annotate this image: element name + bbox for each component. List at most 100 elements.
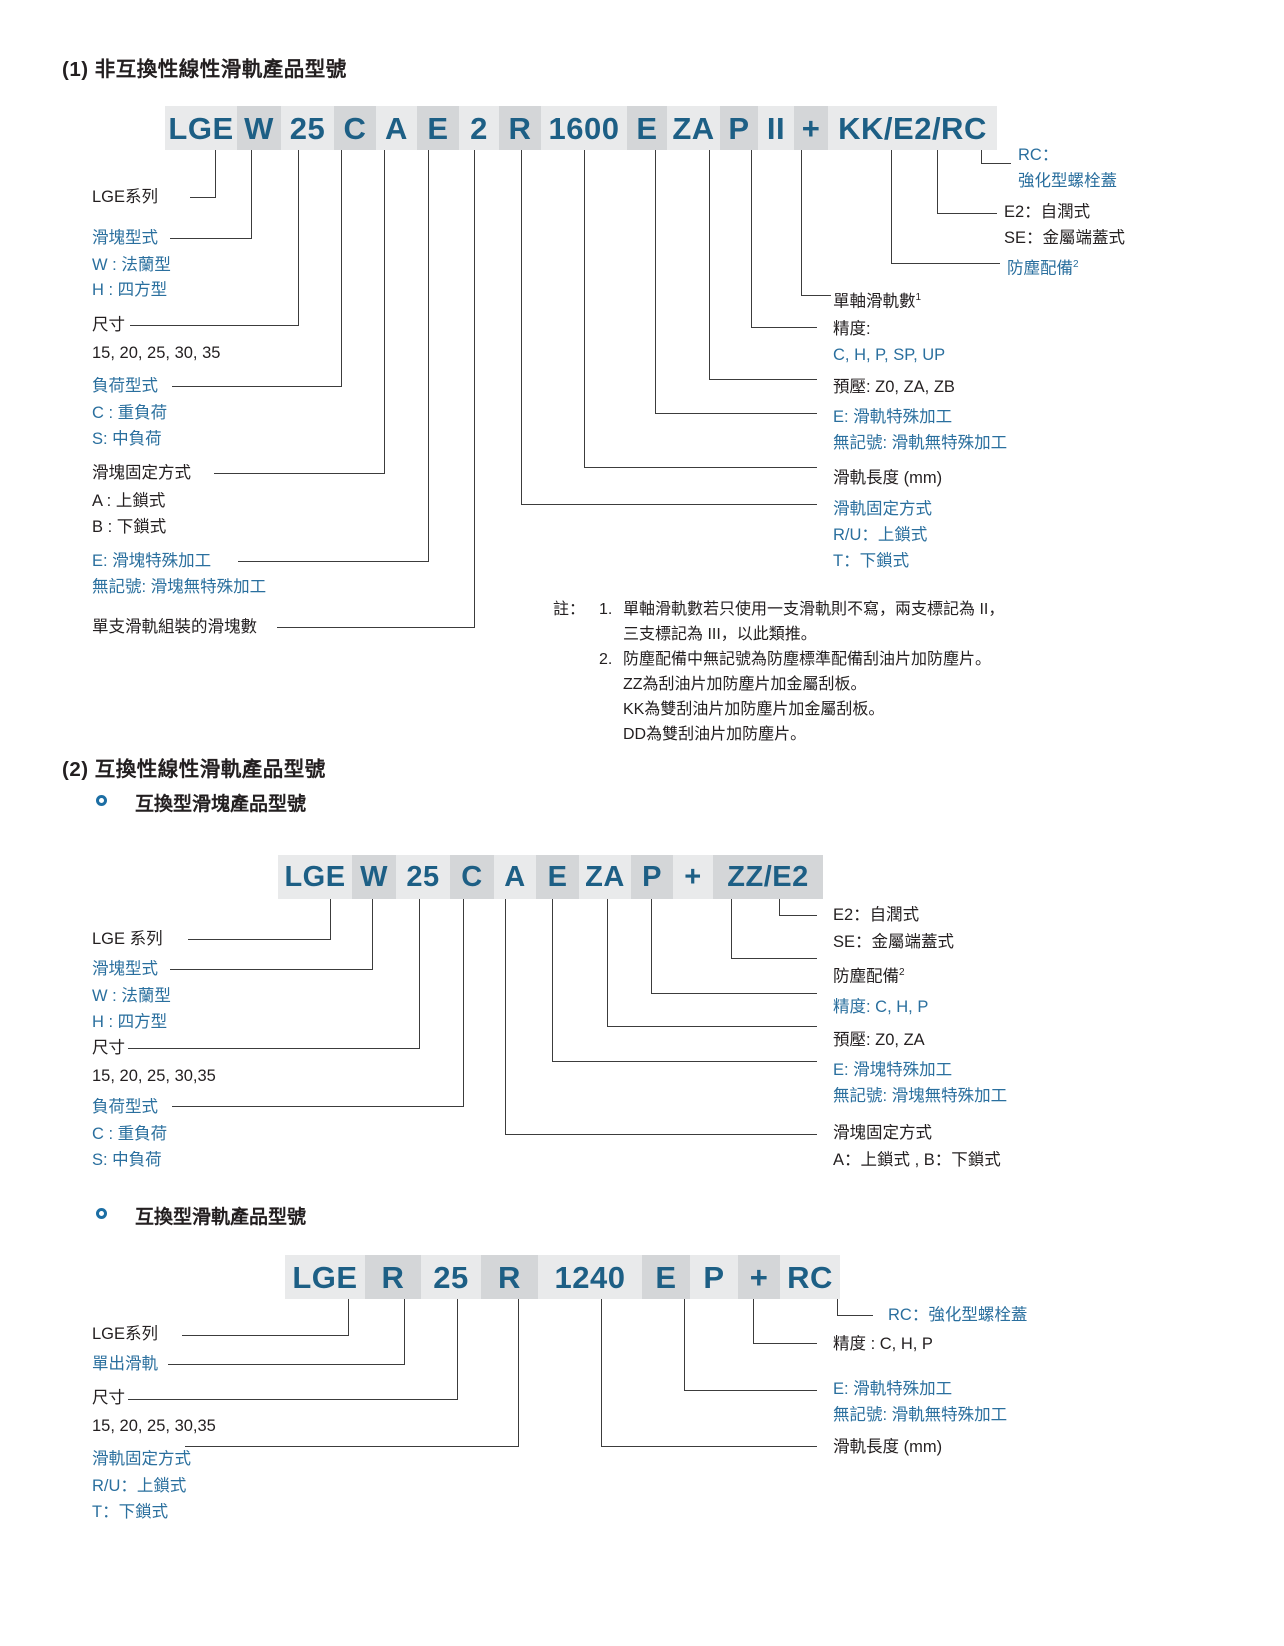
leader-h-3-6 bbox=[684, 1390, 817, 1392]
footnote-text: ZZ為刮油片加防塵片加金屬刮板。 bbox=[623, 676, 867, 693]
d3-left-label-0: LGE系列 bbox=[92, 1325, 159, 1343]
leader-v-1-2 bbox=[251, 150, 253, 239]
leader-v-1-15 bbox=[937, 150, 939, 214]
footnote-number bbox=[599, 722, 623, 747]
code-cell-R: R bbox=[499, 106, 541, 150]
d3-left-label-5: R/U：上鎖式 bbox=[92, 1477, 187, 1495]
section-2-sub-title-2: 互換型滑軌產品型號 bbox=[135, 1207, 307, 1228]
leader-h-2-8 bbox=[651, 993, 817, 995]
d1-right-label-13: R/U：上鎖式 bbox=[833, 526, 928, 544]
code-cell-R: R bbox=[365, 1255, 421, 1299]
leader-v-2-6 bbox=[552, 899, 554, 1062]
footnote-text: 三支標記為 III，以此類推。 bbox=[623, 626, 817, 643]
d2-right-label-3: 精度: C, H, P bbox=[833, 998, 929, 1016]
code-cell-LGE: LGE bbox=[278, 855, 352, 899]
leader-h-2-6 bbox=[552, 1061, 817, 1063]
d3-left-label-1: 單出滑軌 bbox=[92, 1355, 158, 1373]
code-cell--: + bbox=[738, 1255, 780, 1299]
leader-h-3-5 bbox=[601, 1446, 817, 1448]
footnote-text: 單軸滑軌數若只使用一支滑軌則不寫，兩支標記為 II， bbox=[623, 601, 1005, 618]
code-cell-P: P bbox=[631, 855, 673, 899]
leader-h-3-2 bbox=[168, 1364, 405, 1366]
footnote-line: 註：1.單軸滑軌數若只使用一支滑軌則不寫，兩支標記為 II， bbox=[553, 597, 1004, 622]
code-cell-R: R bbox=[481, 1255, 538, 1299]
leader-h-2-10 bbox=[779, 915, 817, 917]
code-cell-W: W bbox=[237, 106, 281, 150]
d1-right-label-9: E: 滑軌特殊加工 bbox=[833, 408, 953, 426]
d1-left-label-6: 負荷型式 bbox=[92, 377, 158, 395]
d2-right-label-2-sup: 2 bbox=[899, 967, 905, 978]
d1-right-label-6: 精度: bbox=[833, 320, 871, 338]
footnote-text: DD為雙刮油片加防塵片。 bbox=[623, 726, 807, 743]
d1-left-label-9: 滑塊固定方式 bbox=[92, 464, 191, 482]
d1-left-label-5: 15, 20, 25, 30, 35 bbox=[92, 344, 221, 362]
d1-left-label-13: 無記號: 滑塊無特殊加工 bbox=[92, 578, 267, 596]
leader-h-2-7 bbox=[607, 1026, 817, 1028]
leader-h-1-10 bbox=[655, 413, 817, 415]
d2-right-label-7: 滑塊固定方式 bbox=[833, 1124, 932, 1142]
footnote-block: 註：1.單軸滑軌數若只使用一支滑軌則不寫，兩支標記為 II， 三支標記為 III，… bbox=[553, 597, 1004, 747]
code-cell-II: II bbox=[758, 106, 794, 150]
leader-v-1-13 bbox=[801, 150, 803, 296]
footnote-line: DD為雙刮油片加防塵片。 bbox=[553, 722, 1004, 747]
footnote-label bbox=[553, 647, 599, 672]
d2-left-label-2: W : 法蘭型 bbox=[92, 987, 171, 1005]
leader-v-3-1 bbox=[348, 1299, 350, 1336]
leader-v-3-4 bbox=[518, 1299, 520, 1447]
leader-h-1-2 bbox=[170, 238, 252, 240]
d2-right-label-6: 無記號: 滑塊無特殊加工 bbox=[833, 1087, 1008, 1105]
leader-h-3-8 bbox=[837, 1315, 873, 1317]
d2-left-label-0: LGE 系列 bbox=[92, 930, 163, 948]
leader-h-1-13 bbox=[801, 295, 831, 297]
d1-right-label-1: 強化型螺栓蓋 bbox=[1018, 172, 1117, 190]
leader-h-3-7 bbox=[753, 1343, 817, 1345]
leader-h-1-5 bbox=[214, 473, 385, 475]
d1-left-label-14: 單支滑軌組裝的滑塊數 bbox=[92, 618, 257, 636]
leader-v-1-8 bbox=[521, 150, 523, 505]
code-cell-1240: 1240 bbox=[538, 1255, 642, 1299]
code-cell--: + bbox=[673, 855, 713, 899]
d2-left-label-1: 滑塊型式 bbox=[92, 960, 158, 978]
d3-right-label-0: RC：強化型螺栓蓋 bbox=[888, 1306, 1028, 1324]
d1-left-label-3: H : 四方型 bbox=[92, 281, 168, 299]
d1-right-label-2: E2：自潤式 bbox=[1004, 203, 1091, 221]
leader-v-2-7 bbox=[607, 899, 609, 1027]
footnote-number bbox=[599, 697, 623, 722]
footnote-number bbox=[599, 622, 623, 647]
footnote-text: KK為雙刮油片加防塵片加金屬刮板。 bbox=[623, 701, 885, 718]
leader-h-3-1 bbox=[182, 1335, 349, 1337]
leader-h-2-3 bbox=[128, 1048, 420, 1050]
code-cell-A: A bbox=[376, 106, 417, 150]
d1-right-label-11: 滑軌長度 (mm) bbox=[833, 469, 943, 487]
d1-right-label-14: T：下鎖式 bbox=[833, 552, 910, 570]
leader-v-3-7 bbox=[753, 1299, 755, 1344]
leader-h-1-1 bbox=[190, 197, 216, 199]
leader-v-1-14 bbox=[891, 150, 893, 264]
footnote-label bbox=[553, 722, 599, 747]
leader-h-1-16 bbox=[981, 163, 1011, 165]
d1-left-label-1: 滑塊型式 bbox=[92, 229, 158, 247]
code-cell-LGE: LGE bbox=[165, 106, 237, 150]
d1-right-label-4-sup: 2 bbox=[1073, 259, 1079, 270]
d2-right-label-4: 預壓: Z0, ZA bbox=[833, 1031, 925, 1049]
d3-left-label-3: 15, 20, 25, 30,35 bbox=[92, 1417, 216, 1435]
d1-right-label-5-text: 單軸滑軌數 bbox=[833, 292, 916, 311]
leader-v-2-8 bbox=[651, 899, 653, 994]
d1-right-label-12: 滑軌固定方式 bbox=[833, 500, 932, 518]
d3-right-label-3: 無記號: 滑軌無特殊加工 bbox=[833, 1406, 1008, 1424]
leader-h-2-5 bbox=[505, 1134, 817, 1136]
code-cell-KK-E2-RC: KK/E2/RC bbox=[828, 106, 997, 150]
code-cell-ZA: ZA bbox=[667, 106, 720, 150]
leader-h-1-12 bbox=[751, 327, 817, 329]
leader-v-1-7 bbox=[474, 150, 476, 628]
d2-left-label-4: 尺寸 bbox=[92, 1039, 125, 1057]
d1-right-label-5: 單軸滑軌數1 bbox=[833, 285, 921, 315]
d1-left-label-12: E: 滑塊特殊加工 bbox=[92, 552, 212, 570]
footnote-line: 2.防塵配備中無記號為防塵標準配備刮油片加防塵片。 bbox=[553, 647, 1004, 672]
d1-left-label-4: 尺寸 bbox=[92, 316, 125, 334]
d1-left-label-10: A : 上鎖式 bbox=[92, 492, 166, 510]
d3-left-label-6: T：下鎖式 bbox=[92, 1503, 169, 1521]
leader-v-2-9 bbox=[731, 899, 733, 959]
